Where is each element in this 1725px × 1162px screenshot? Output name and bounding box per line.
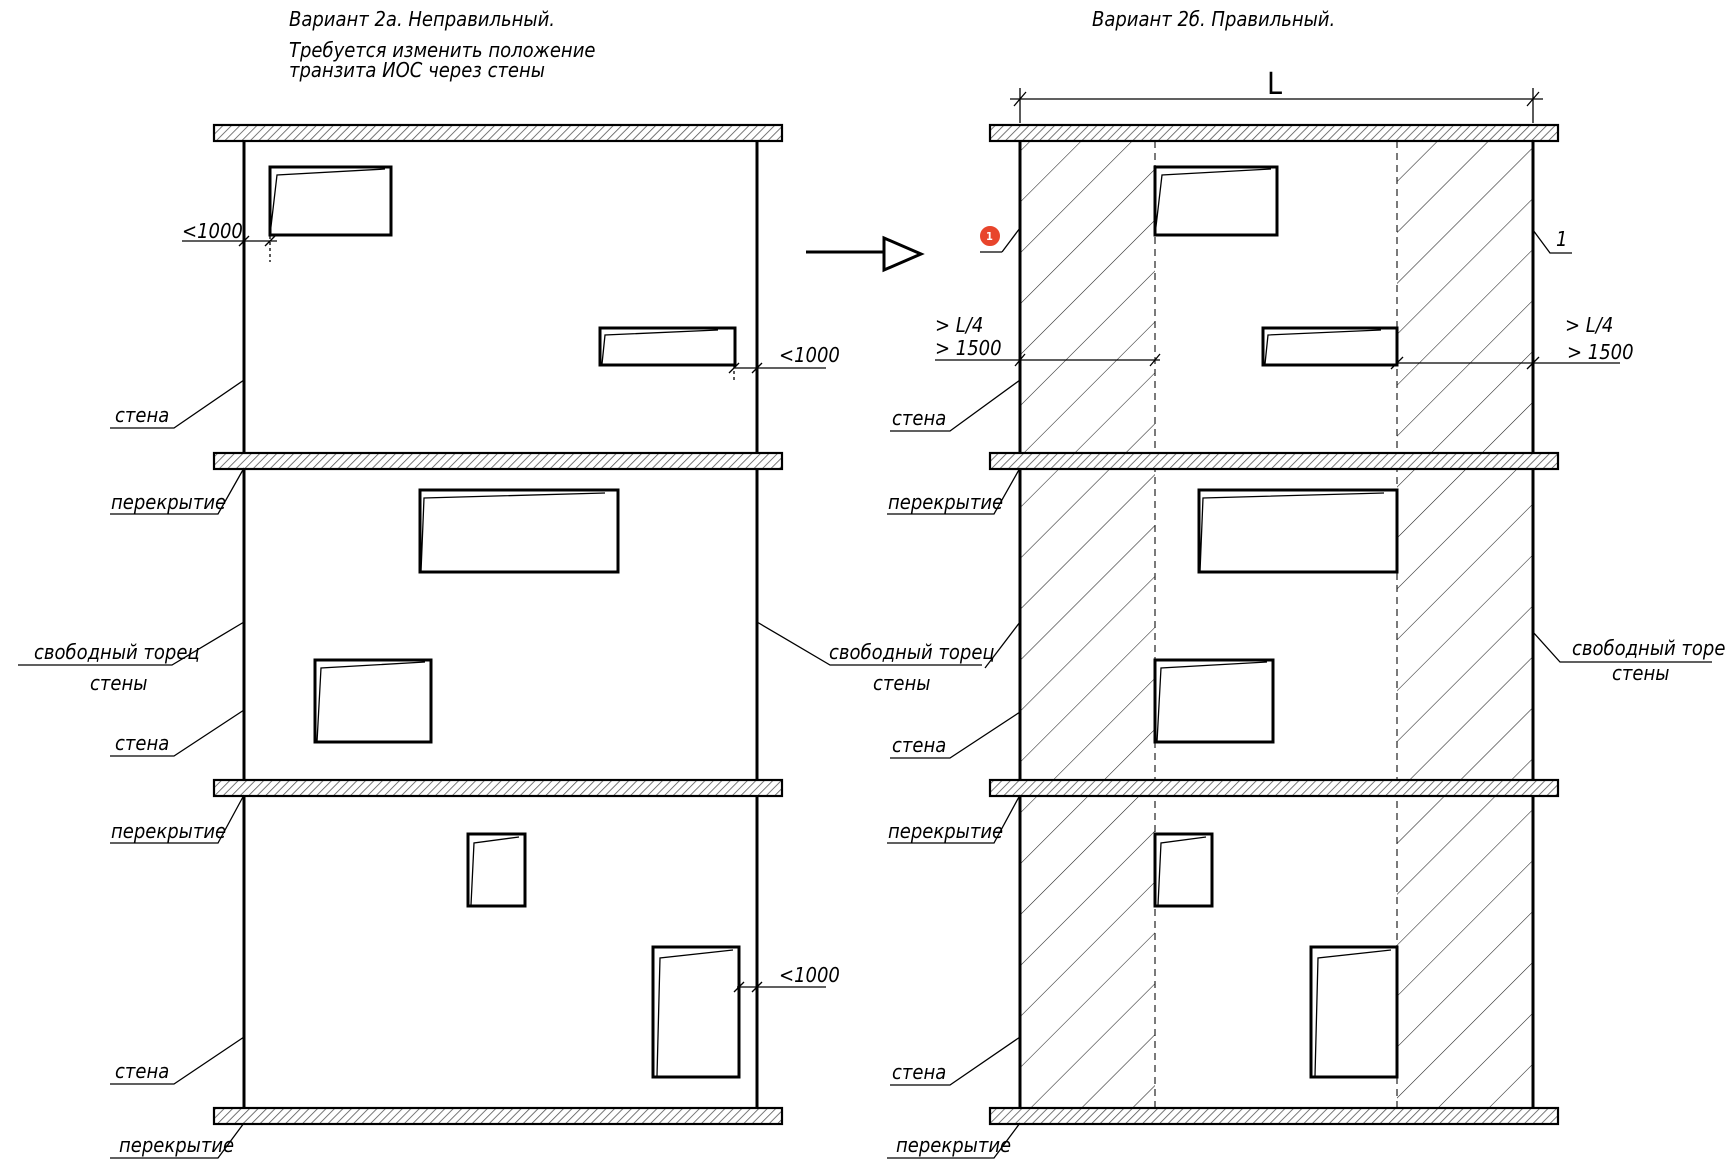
right-leader-slab-3: перекрытие bbox=[887, 1122, 1021, 1159]
right-leader-slab-2: перекрытие bbox=[887, 794, 1021, 844]
right-slab-3 bbox=[988, 778, 1560, 798]
left-label-slab-2: перекрытие bbox=[111, 819, 226, 843]
right-dim-left-a: > L/4 bbox=[935, 313, 983, 337]
left-label-wall-1: стена bbox=[115, 403, 169, 427]
right-opening-5 bbox=[1153, 832, 1214, 908]
right-opening-1 bbox=[1153, 165, 1279, 237]
left-note-line-1: Требуется изменить положение bbox=[289, 38, 595, 62]
left-opening-5 bbox=[466, 832, 527, 908]
left-label-free-end-left-1: свободный торец bbox=[34, 640, 200, 664]
right-label-free-end-2: стены bbox=[1612, 661, 1669, 685]
left-opening-4 bbox=[313, 658, 433, 744]
left-slab-3 bbox=[212, 778, 784, 798]
left-label-slab-3: перекрытие bbox=[119, 1133, 234, 1157]
left-label-free-end-right-2: стены bbox=[873, 671, 930, 695]
left-leader-wall-1: стена bbox=[110, 379, 245, 429]
right-label-wall-2: стена bbox=[892, 733, 946, 757]
left-leader-wall-3: стена bbox=[110, 1036, 245, 1085]
left-dim-top-text: <1000 bbox=[182, 219, 243, 243]
right-label-slab-1: перекрытие bbox=[888, 490, 1003, 514]
right-leader-wall-3: стена bbox=[890, 1036, 1021, 1086]
right-dimension-L: L bbox=[1010, 67, 1543, 123]
right-leader-free-end: свободный торец стены bbox=[1532, 631, 1725, 685]
left-variant: Вариант 2а. Неправильный. Требуется изме… bbox=[18, 7, 995, 1159]
left-opening-1 bbox=[268, 165, 393, 237]
right-leader-wall-1: стена bbox=[890, 379, 1021, 432]
right-dim-right-b: > 1500 bbox=[1567, 340, 1634, 364]
left-slab-bottom bbox=[212, 1106, 784, 1126]
right-opening-2 bbox=[1261, 326, 1399, 367]
right-slab-top bbox=[988, 123, 1560, 143]
right-marker-1-text: 1 bbox=[1556, 227, 1567, 251]
right-opening-3 bbox=[1197, 488, 1399, 574]
left-opening-2 bbox=[598, 326, 737, 367]
right-leader-free-end-left bbox=[984, 621, 1021, 669]
left-label-wall-2: стена bbox=[115, 731, 169, 755]
left-leader-slab-3: перекрытие bbox=[110, 1122, 245, 1159]
left-leader-slab-2: перекрытие bbox=[110, 794, 245, 844]
right-dim-L-text: L bbox=[1267, 67, 1282, 102]
right-dimension-left: > L/4 > 1500 bbox=[935, 313, 1161, 367]
right-dim-left-b: > 1500 bbox=[935, 336, 1002, 360]
right-label-free-end-1: свободный торец bbox=[1572, 636, 1725, 660]
right-slab-2 bbox=[988, 451, 1560, 471]
left-dimension-top: <1000 bbox=[182, 219, 277, 262]
left-dimension-bottom: <1000 bbox=[733, 963, 840, 996]
left-leader-slab-1: перекрытие bbox=[110, 467, 245, 515]
left-dimension-middle: <1000 bbox=[728, 343, 840, 383]
left-label-slab-1: перекрытие bbox=[111, 490, 226, 514]
left-dim-bottom-text: <1000 bbox=[779, 963, 840, 987]
right-slab-bottom bbox=[988, 1106, 1560, 1126]
left-title: Вариант 2а. Неправильный. bbox=[289, 7, 555, 31]
badge-text: 1 bbox=[986, 230, 993, 243]
right-hatched-zones bbox=[1020, 141, 1533, 1108]
left-opening-6 bbox=[651, 945, 741, 1079]
left-label-free-end-left-2: стены bbox=[90, 671, 147, 695]
right-variant: Вариант 2б. Правильный. bbox=[887, 7, 1725, 1159]
left-leader-free-end-left: свободный торец стены bbox=[18, 621, 245, 695]
right-label-slab-3: перекрытие bbox=[896, 1133, 1011, 1157]
right-leader-wall-2: стена bbox=[890, 711, 1021, 759]
left-leader-free-end-right: свободный торец стены bbox=[756, 621, 995, 695]
notification-badge[interactable]: 1 bbox=[978, 224, 1021, 253]
right-marker-1: 1 bbox=[1532, 227, 1572, 254]
right-walls bbox=[1018, 141, 1535, 1108]
right-label-wall-1: стена bbox=[892, 406, 946, 430]
left-walls bbox=[242, 141, 759, 1108]
left-leader-wall-2: стена bbox=[110, 709, 245, 757]
left-label-wall-3: стена bbox=[115, 1059, 169, 1083]
right-label-slab-2: перекрытие bbox=[888, 819, 1003, 843]
left-dim-mid-text: <1000 bbox=[779, 343, 840, 367]
right-dimension-right: > L/4 > 1500 bbox=[1390, 313, 1634, 370]
arrow-icon bbox=[806, 235, 925, 273]
right-opening-6 bbox=[1309, 945, 1399, 1079]
left-slab-top bbox=[212, 123, 784, 143]
left-slab-2 bbox=[212, 451, 784, 471]
right-label-wall-3: стена bbox=[892, 1060, 946, 1084]
right-leader-slab-1: перекрытие bbox=[887, 467, 1021, 515]
right-opening-4 bbox=[1153, 658, 1275, 744]
left-opening-3 bbox=[418, 488, 620, 574]
left-label-free-end-right-1: свободный торец bbox=[829, 640, 995, 664]
right-title: Вариант 2б. Правильный. bbox=[1092, 7, 1335, 31]
right-dim-right-a: > L/4 bbox=[1565, 313, 1613, 337]
left-note-line-2: транзита ИОС через стены bbox=[289, 58, 545, 82]
